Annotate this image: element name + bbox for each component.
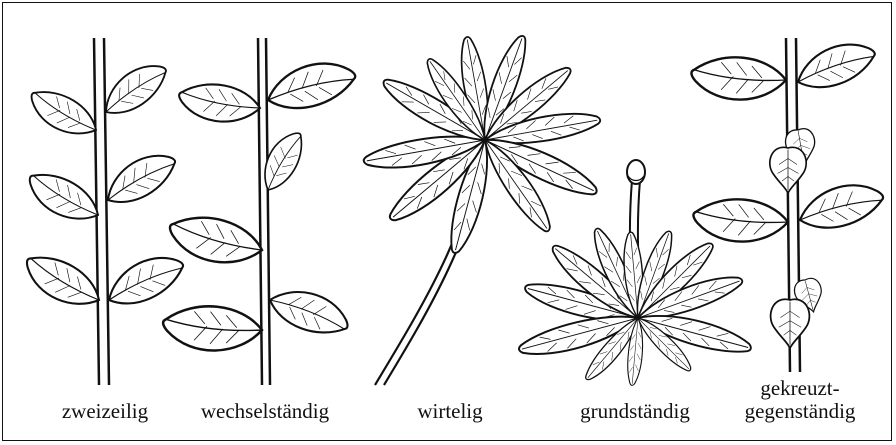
caption-whorled: wirtelig <box>400 400 500 423</box>
caption-decussate-line1: gekreuzt- <box>730 377 870 400</box>
distichous-plant <box>18 38 190 385</box>
basal-rosette-plant <box>516 160 754 386</box>
caption-decussate-line2: gegenständig <box>730 400 870 423</box>
decussate-plant <box>689 35 887 372</box>
caption-basal: grundständig <box>545 400 725 423</box>
caption-decussate: gekreuzt- gegenständig <box>730 377 870 423</box>
caption-alternate: wechselständig <box>175 400 355 423</box>
alternate-plant <box>161 38 360 385</box>
caption-distichous: zweizeilig <box>30 400 180 423</box>
